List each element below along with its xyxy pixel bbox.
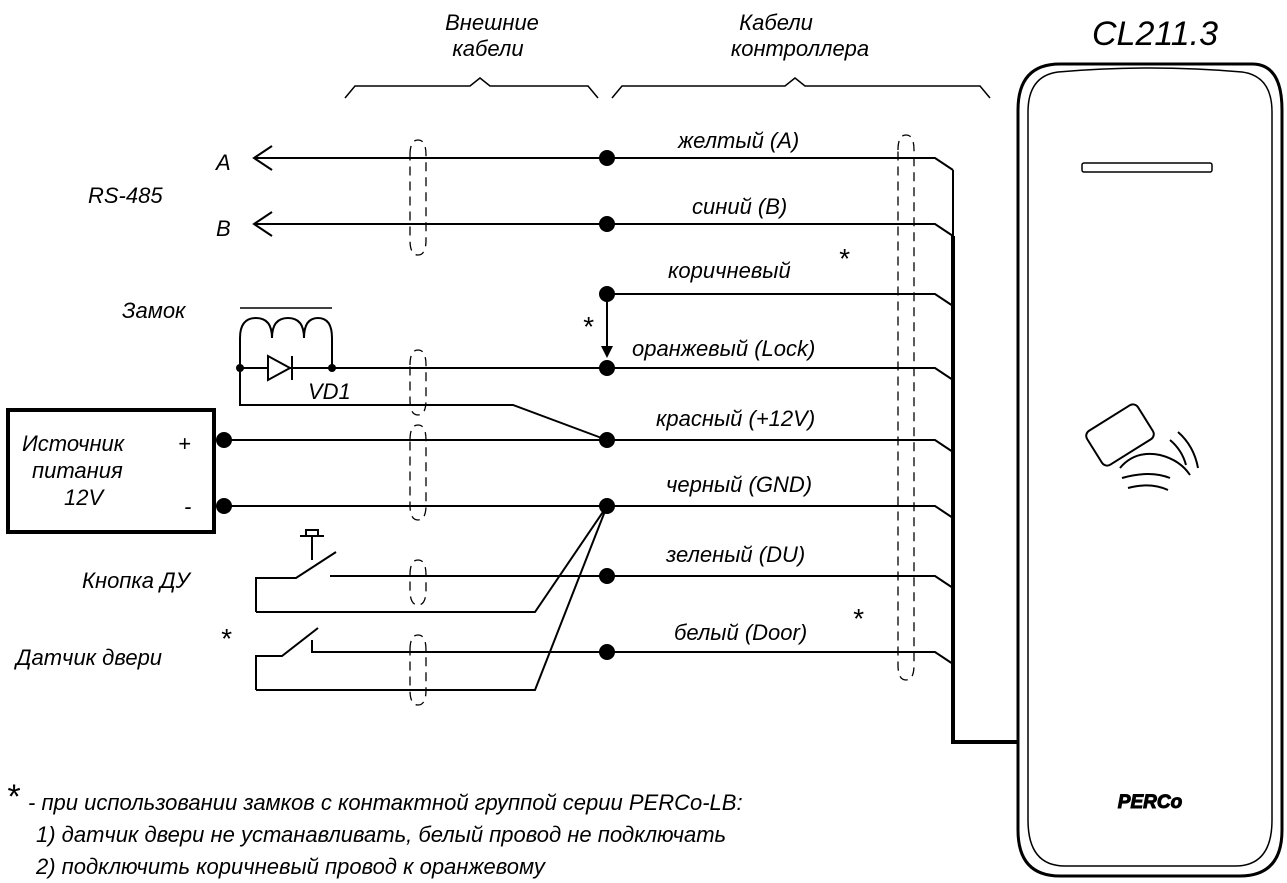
reader-device: PERCo	[1016, 62, 1284, 878]
lock-plus-wire	[239, 338, 608, 441]
controller-cables-header-line1: Кабели	[739, 10, 813, 35]
power-supply-line3: 12V	[64, 485, 105, 510]
wire-black	[607, 505, 954, 519]
diode-label: VD1	[308, 379, 351, 404]
wire-blue	[607, 223, 954, 237]
rs485-lines	[252, 145, 607, 237]
external-cables-bracket	[344, 77, 599, 99]
footnote-item1: 1) датчик двери не устанавливать, белый …	[36, 822, 726, 847]
footnote-item2: 2) подключить коричневый провод к оранже…	[35, 854, 547, 879]
sheath-power	[409, 424, 427, 521]
brown-star: *	[838, 243, 850, 274]
lock-label: Замок	[122, 298, 187, 323]
footnote-main: - при использовании замков с контактной …	[28, 790, 743, 815]
lock-assembly	[236, 307, 608, 441]
footnote-star: *	[6, 778, 21, 816]
controller-cable-sheath	[897, 134, 915, 681]
sheath-door	[409, 634, 427, 706]
terminal-b-label: B	[216, 216, 231, 241]
door-contact	[255, 627, 319, 690]
button-actuator-icon	[300, 529, 324, 560]
wire-orange	[607, 367, 954, 381]
wire-label-black: черный (GND)	[666, 472, 812, 497]
wire-label-brown: коричневый	[668, 258, 791, 283]
diode-icon	[267, 354, 293, 382]
power-plus-label: +	[178, 431, 191, 456]
terminal-a-label: A	[214, 150, 231, 175]
arrow-a-icon	[252, 145, 273, 171]
sheath-rs485	[409, 139, 427, 256]
power-supply-box	[6, 408, 216, 534]
reader-cable-bundle	[951, 236, 1018, 744]
wire-green	[607, 575, 954, 589]
wire-label-blue: синий (B)	[692, 194, 787, 219]
controller-wires	[607, 157, 954, 665]
arrow-b-icon	[252, 211, 273, 237]
lock-coil-icon	[239, 316, 333, 339]
wire-brown	[607, 293, 954, 307]
power-minus-label: -	[184, 494, 191, 519]
card-tap-icon	[1085, 403, 1199, 491]
wire-white	[607, 651, 954, 665]
link-arrow-icon	[601, 346, 613, 358]
wire-label-yellow: желтый (A)	[677, 128, 799, 153]
reader-indicator-slot	[1081, 162, 1213, 173]
link-star: *	[582, 311, 594, 342]
button-contact	[255, 551, 337, 612]
controller-cables-bracket	[611, 77, 991, 99]
external-cables-header-line1: Внешние	[445, 10, 539, 35]
sheath-lock	[409, 349, 427, 416]
lock-minus-wire	[331, 338, 607, 369]
sheath-button	[409, 559, 427, 606]
remote-button-switch	[255, 505, 608, 613]
external-cables-header-line2: кабели	[452, 36, 523, 61]
wire-yellow	[607, 157, 954, 171]
brand-logo: PERCo	[1118, 792, 1182, 813]
device-model-title: CL211.3	[1092, 15, 1218, 53]
white-star: *	[852, 603, 864, 634]
door-sensor-star: *	[220, 623, 232, 654]
wire-label-white: белый (Door)	[674, 620, 807, 645]
remote-button-label: Кнопка ДУ	[82, 568, 192, 593]
junction-dots	[599, 150, 615, 660]
door-sensor-label: Датчик двери	[13, 645, 162, 670]
door-sensor-switch	[255, 505, 608, 691]
rs485-label: RS-485	[88, 183, 163, 208]
controller-cables-header-line2: контроллера	[731, 36, 869, 61]
wire-red	[607, 439, 954, 453]
wire-label-red: красный (+12V)	[656, 406, 815, 431]
power-supply-line1: Источник	[22, 431, 126, 456]
wire-label-orange: оранжевый (Lock)	[632, 336, 815, 361]
power-supply-line2: питания	[32, 458, 123, 483]
wire-label-green: зеленый (DU)	[665, 542, 805, 567]
